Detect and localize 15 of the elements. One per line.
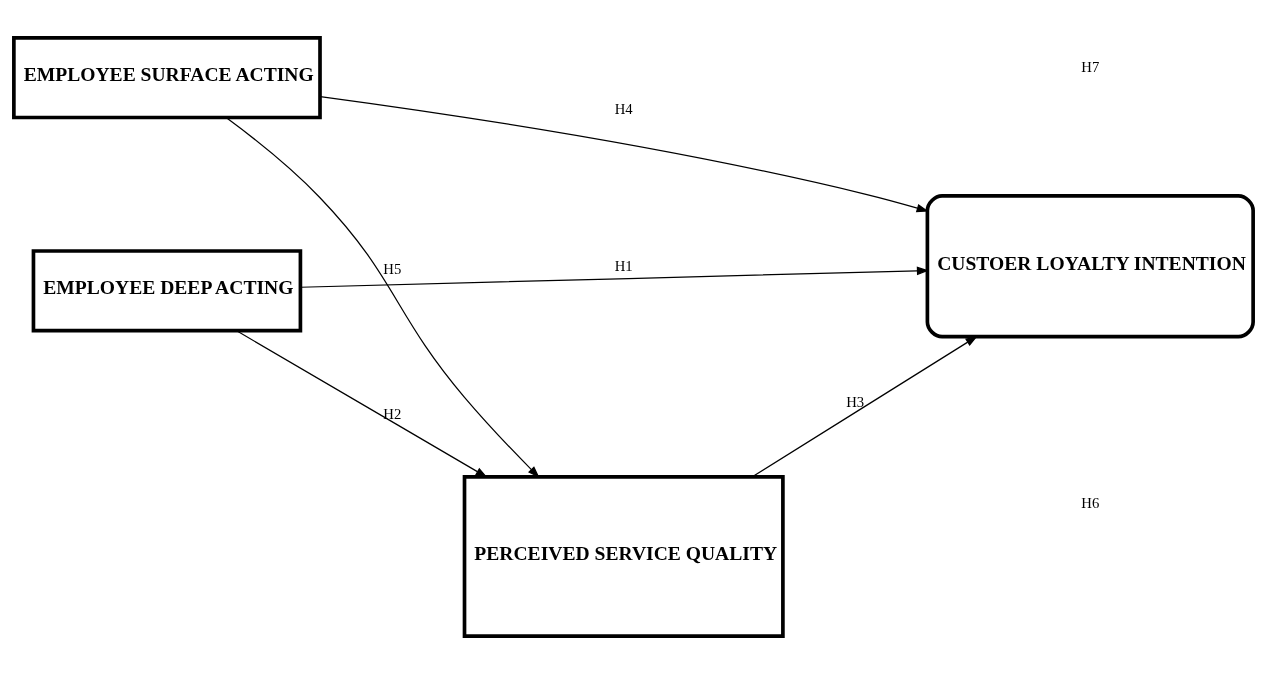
edge-label: H3 [846,393,865,410]
edge-label: H1 [614,257,633,274]
label: H7 [1081,58,1100,75]
arrow [319,95,929,213]
edge-label: H2 [383,405,402,422]
node-box: PERCEIVED SERVICE QUALITY [462,475,785,638]
arrow [751,335,978,478]
arrow [236,330,488,478]
node-box: EMPLOYEE SURFACE ACTING [12,36,322,120]
node-box: EMPLOYEE DEEP ACTING [31,249,303,333]
arrow [225,117,540,478]
node-box: CUSTOER LOYALTY INTENTION [925,194,1255,339]
label: H6 [1081,494,1100,511]
edge-label: H4 [614,100,633,117]
edge-label: H5 [383,261,402,278]
